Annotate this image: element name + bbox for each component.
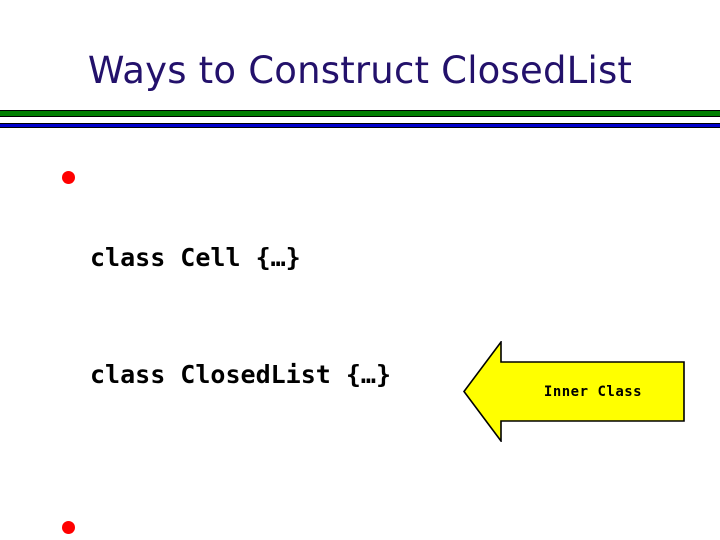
callout-label: Inner Class <box>543 383 643 400</box>
page-title: Ways to Construct ClosedList <box>87 49 633 92</box>
code-block-1: class Cell {…} class ClosedList {…} <box>60 160 660 472</box>
bullet-block-1: class Cell {…} class ClosedList {…} <box>60 160 660 472</box>
divider-blue-rule <box>0 123 720 128</box>
inner-class-callout: Inner Class <box>463 341 685 442</box>
bullet-dot-icon <box>62 171 75 184</box>
title-divider <box>0 110 720 130</box>
slide-body: class Cell {…} class ClosedList {…} clas… <box>60 160 660 540</box>
code-line: class Cell {…} <box>90 243 301 272</box>
divider-green-rule <box>0 110 720 117</box>
code-block-2: class ClosedList { class Cell {…} . . . … <box>60 510 660 540</box>
bullet-dot-icon <box>62 521 75 534</box>
left-arrow-icon <box>463 341 685 442</box>
code-line: class ClosedList {…} <box>90 360 392 389</box>
bullet-block-2: class ClosedList { class Cell {…} . . . … <box>60 510 660 540</box>
